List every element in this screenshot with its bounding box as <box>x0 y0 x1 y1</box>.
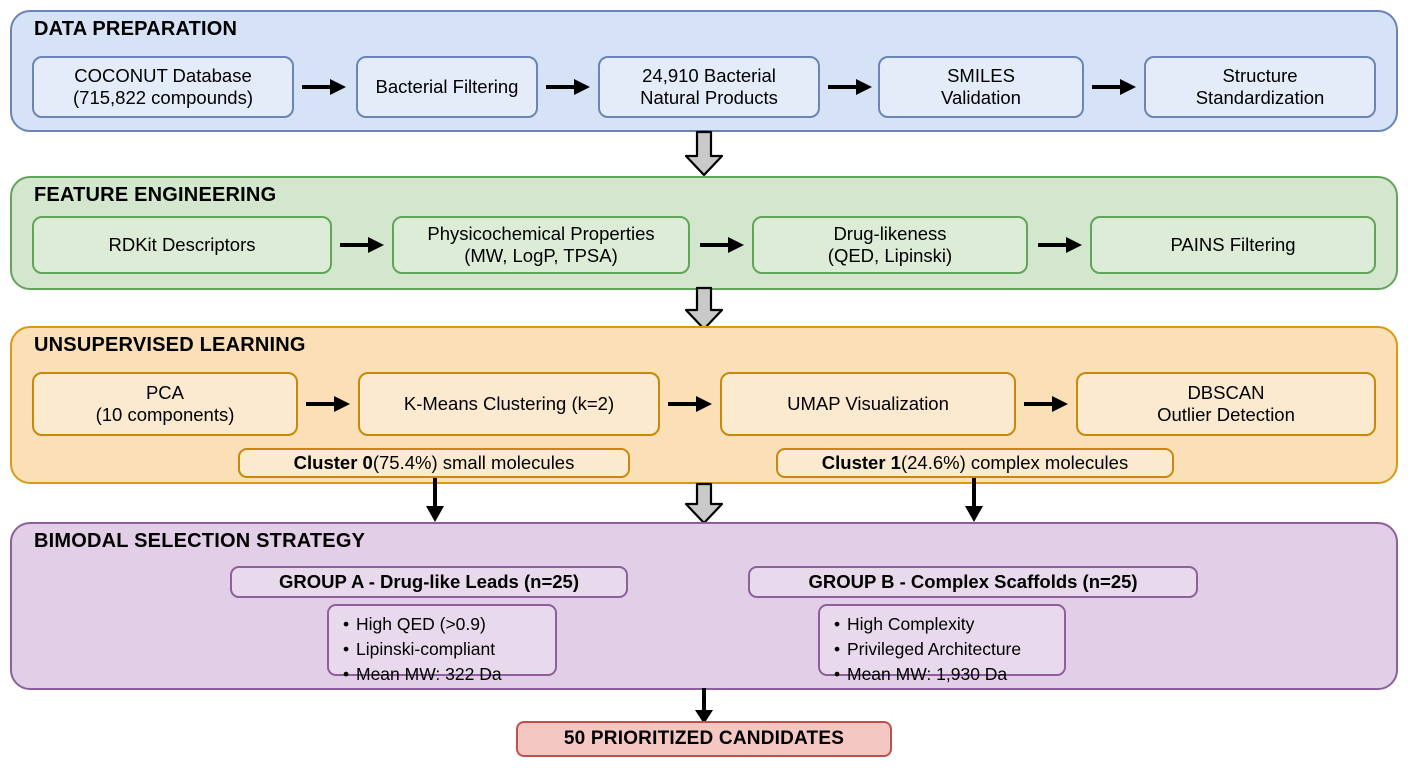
arrow-right-icon <box>1092 77 1136 97</box>
cluster-0-bold: Cluster 0 <box>293 452 373 473</box>
block-arrow-down-icon <box>684 130 724 177</box>
bullet-icon: • <box>834 614 841 634</box>
group-b-header-label: GROUP B - Complex Scaffolds (n=25) <box>808 571 1138 592</box>
bullet-icon: • <box>343 663 350 684</box>
band-title-feature-engineering: FEATURE ENGINEERING <box>34 184 277 206</box>
node-umap-visualization[interactable]: UMAP Visualization <box>720 372 1016 436</box>
cluster-1-bold: Cluster 1 <box>821 452 901 473</box>
bullet-icon: • <box>343 638 350 659</box>
node-line-1: 24,910 Bacterial <box>642 65 776 87</box>
node-line-1: COCONUT Database <box>74 65 252 87</box>
node-kmeans-clustering[interactable]: K-Means Clustering (k=2) <box>358 372 660 436</box>
node-line-1: RDKit Descriptors <box>108 234 256 256</box>
node-smiles-validation[interactable]: SMILES Validation <box>878 56 1084 118</box>
list-item: •High Complexity <box>834 612 1052 637</box>
node-line-2: Validation <box>941 87 1021 108</box>
band-title-data-preparation: DATA PREPARATION <box>34 18 238 40</box>
arrow-down-icon <box>693 688 715 724</box>
group-a-bullets: •High QED (>0.9) •Lipinski-compliant •Me… <box>327 604 557 684</box>
node-line-1: Bacterial Filtering <box>375 76 519 98</box>
arrow-right-icon <box>302 77 346 97</box>
arrow-down-icon <box>424 478 446 522</box>
node-dbscan-outlier-detection[interactable]: DBSCAN Outlier Detection <box>1076 372 1376 436</box>
node-line-1: Drug-likeness <box>833 223 947 245</box>
node-line-1: UMAP Visualization <box>787 393 949 415</box>
bullet-icon: • <box>834 638 841 659</box>
arrow-right-icon <box>668 394 712 414</box>
cluster-1-rest: (24.6%) complex molecules <box>900 452 1129 473</box>
node-line-2: Outlier Detection <box>1157 404 1295 425</box>
node-line-2: (QED, Lipinski) <box>827 245 953 266</box>
bullet-icon: • <box>834 663 841 684</box>
node-physicochemical-properties[interactable]: Physicochemical Properties (MW, LogP, TP… <box>392 216 690 274</box>
cluster-0-rest: (75.4%) small molecules <box>372 452 575 473</box>
node-line-1: DBSCAN <box>1187 382 1265 404</box>
node-line-2: Natural Products <box>640 87 778 108</box>
result-label: 50 PRIORITIZED CANDIDATES <box>563 728 845 749</box>
result-prioritized-candidates[interactable]: 50 PRIORITIZED CANDIDATES <box>516 721 892 757</box>
list-item: •High QED (>0.9) <box>343 612 543 637</box>
band-title-unsupervised-learning: UNSUPERVISED LEARNING <box>34 334 306 356</box>
node-rdkit-descriptors[interactable]: RDKit Descriptors <box>32 216 332 274</box>
node-structure-standardization[interactable]: Structure Standardization <box>1144 56 1376 118</box>
node-line-1: PAINS Filtering <box>1170 234 1296 256</box>
arrow-right-icon <box>546 77 590 97</box>
list-item: •Mean MW: 1,930 Da <box>834 662 1052 687</box>
cluster-0-label[interactable]: Cluster 0 (75.4%) small molecules <box>238 448 630 478</box>
arrow-right-icon <box>306 394 350 414</box>
node-line-2: Standardization <box>1195 87 1325 108</box>
node-line-1: PCA <box>145 382 185 404</box>
arrow-down-icon <box>963 478 985 522</box>
block-arrow-down-icon <box>684 286 724 331</box>
node-line-1: Physicochemical Properties <box>427 223 655 245</box>
arrow-right-icon <box>1038 235 1082 255</box>
group-a-header-label: GROUP A - Drug-like Leads (n=25) <box>278 571 579 592</box>
block-arrow-down-icon <box>684 482 724 525</box>
list-item: •Mean MW: 322 Da <box>343 662 543 687</box>
node-line-2: (MW, LogP, TPSA) <box>464 245 618 266</box>
list-item: •Lipinski-compliant <box>343 637 543 662</box>
arrow-right-icon <box>828 77 872 97</box>
node-line-2: (10 components) <box>95 404 235 425</box>
node-pains-filtering[interactable]: PAINS Filtering <box>1090 216 1376 274</box>
arrow-right-icon <box>340 235 384 255</box>
bullet-icon: • <box>343 614 350 634</box>
list-item: •Privileged Architecture <box>834 637 1052 662</box>
node-line-1: K-Means Clustering (k=2) <box>403 393 615 415</box>
group-a-header[interactable]: GROUP A - Drug-like Leads (n=25) <box>230 566 628 598</box>
node-line-1: Structure <box>1222 65 1298 87</box>
band-title-bimodal-selection-strategy: BIMODAL SELECTION STRATEGY <box>34 530 366 552</box>
group-b-header[interactable]: GROUP B - Complex Scaffolds (n=25) <box>748 566 1198 598</box>
band-bimodal-selection-strategy: BIMODAL SELECTION STRATEGY <box>10 522 1398 690</box>
node-drug-likeness[interactable]: Drug-likeness (QED, Lipinski) <box>752 216 1028 274</box>
cluster-1-label[interactable]: Cluster 1 (24.6%) complex molecules <box>776 448 1174 478</box>
node-line-2: (715,822 compounds) <box>73 87 253 108</box>
node-coconut-database[interactable]: COCONUT Database (715,822 compounds) <box>32 56 294 118</box>
arrow-right-icon <box>700 235 744 255</box>
node-bacterial-natural-products[interactable]: 24,910 Bacterial Natural Products <box>598 56 820 118</box>
arrow-right-icon <box>1024 394 1068 414</box>
node-bacterial-filtering[interactable]: Bacterial Filtering <box>356 56 538 118</box>
node-line-1: SMILES <box>947 65 1015 87</box>
group-b-bullets: •High Complexity •Privileged Architectur… <box>818 604 1066 684</box>
node-pca[interactable]: PCA (10 components) <box>32 372 298 436</box>
